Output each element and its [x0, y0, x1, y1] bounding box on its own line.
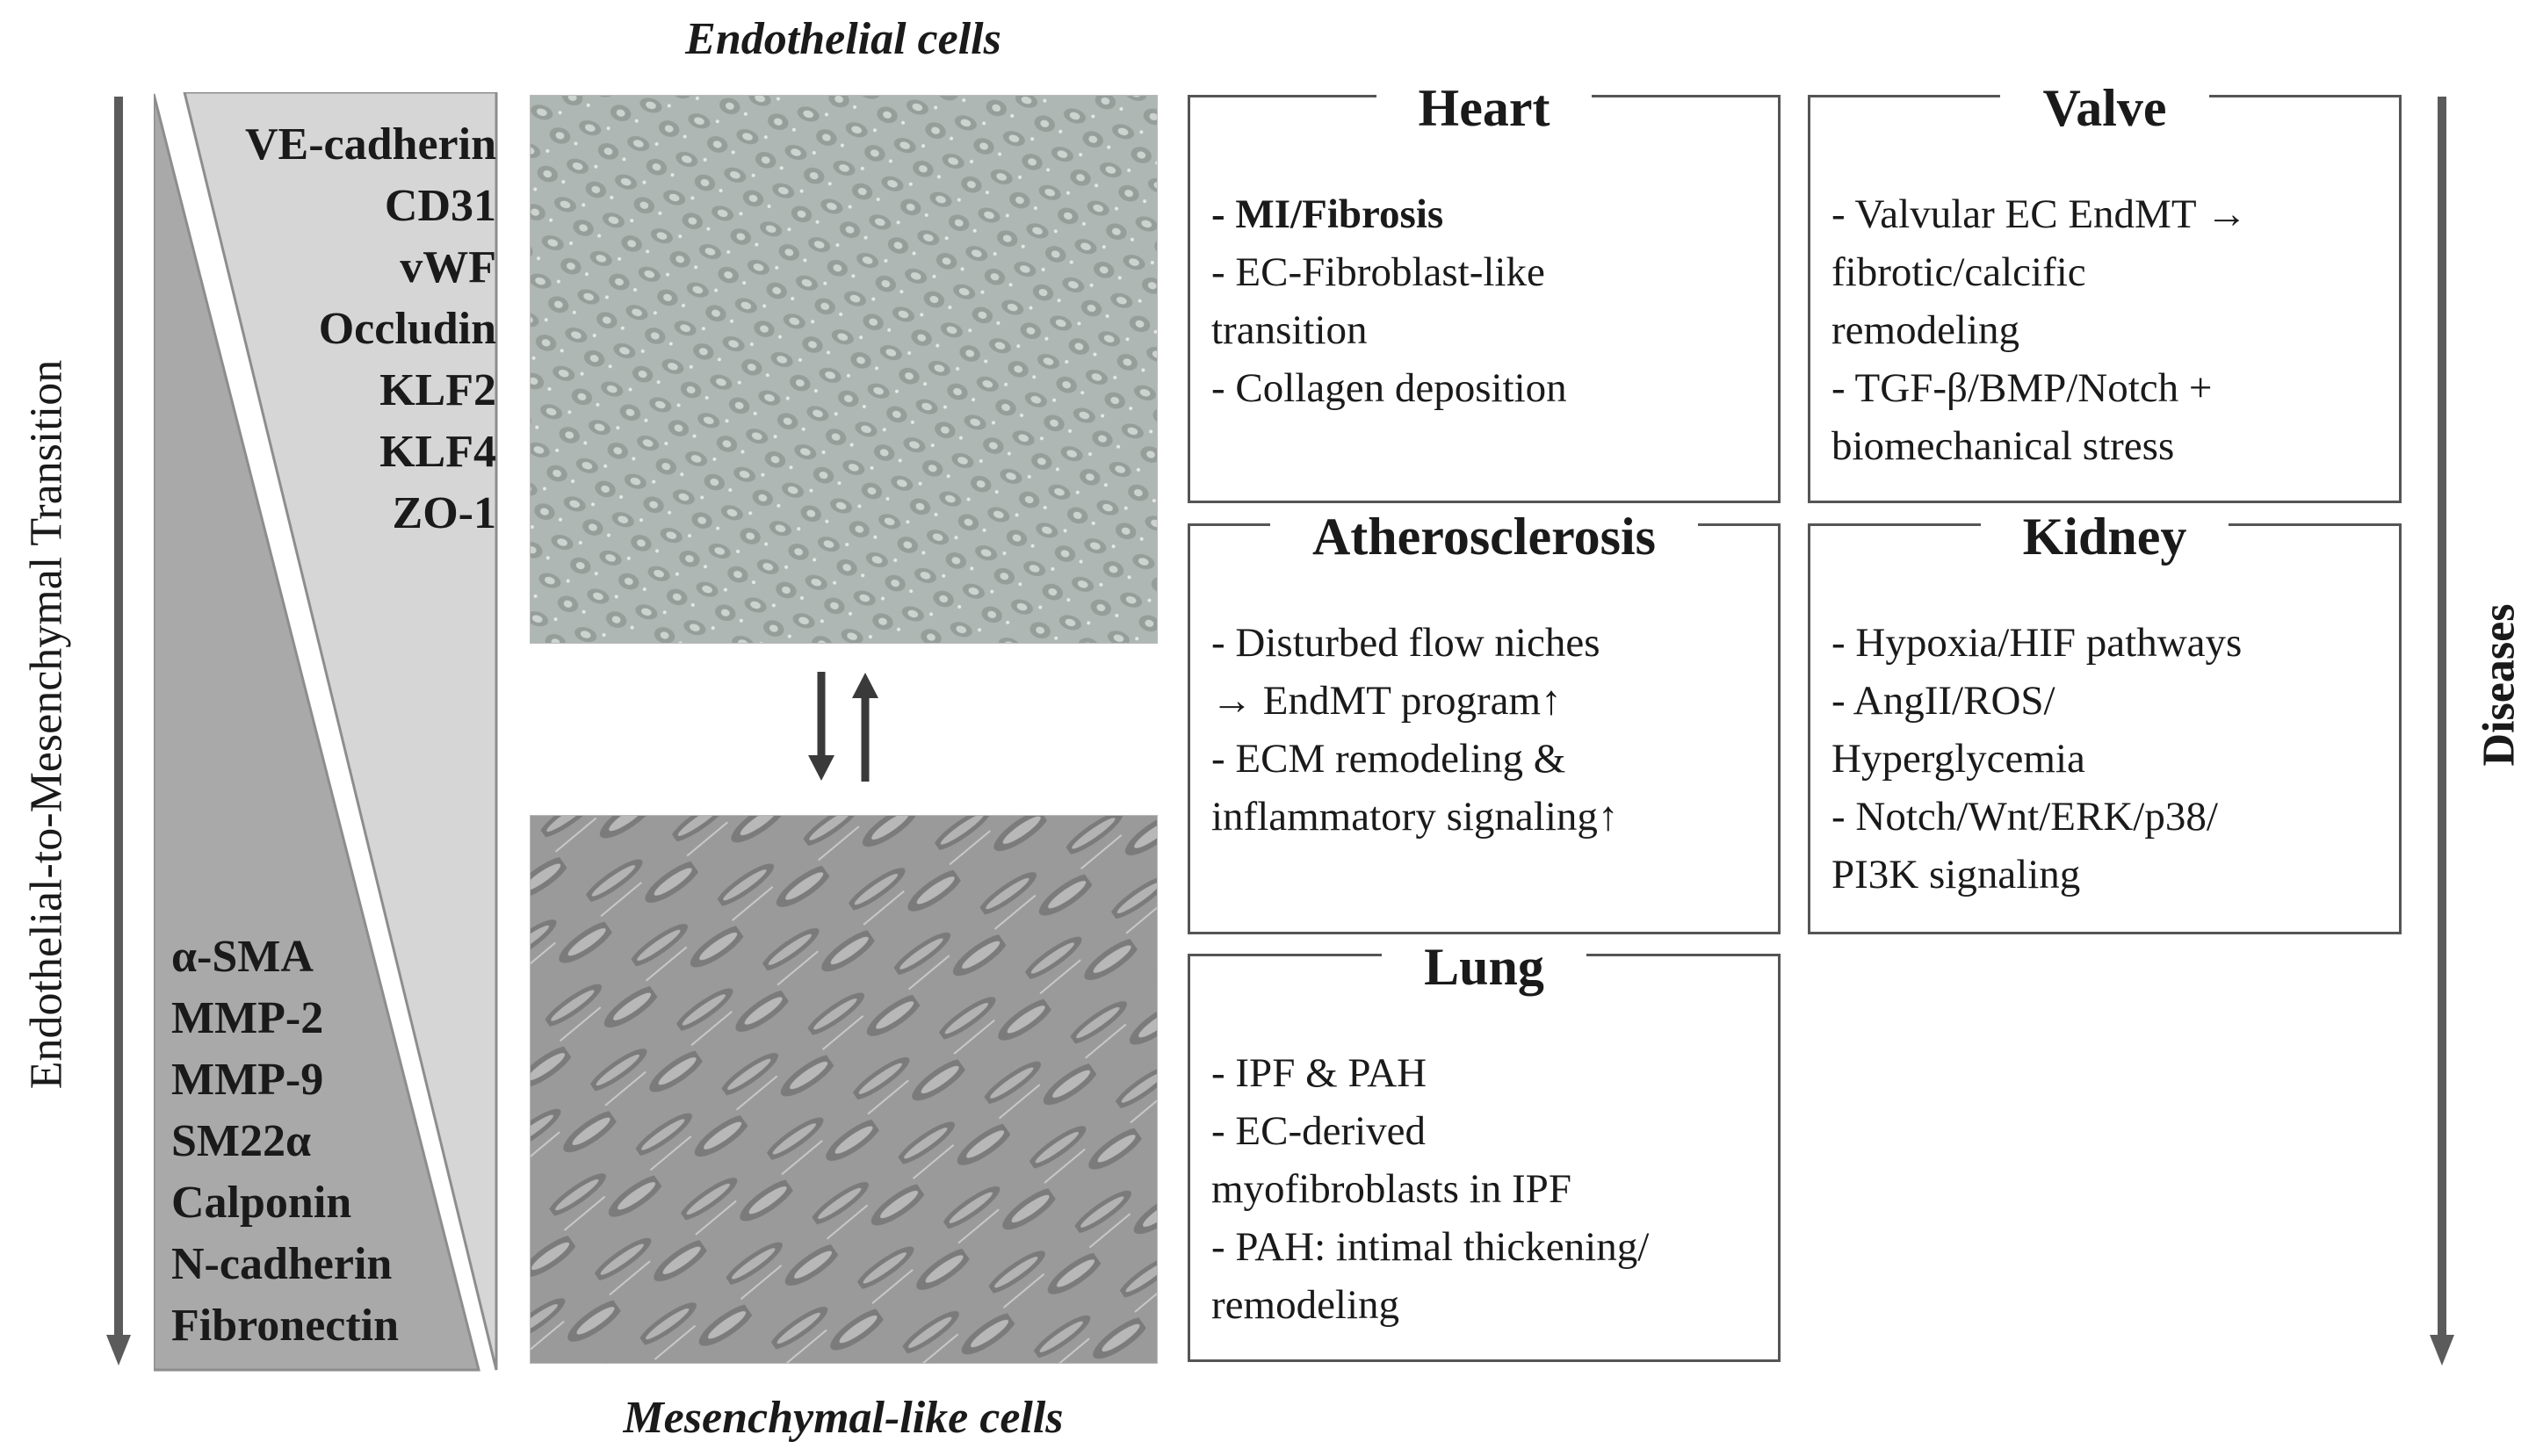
heart-line: - EC-Fibroblast-like	[1211, 249, 1545, 295]
marker-n-cadherin: N-cadherin	[171, 1239, 393, 1289]
disease-box-heart: Heart - MI/Fibrosis - EC-Fibroblast-like…	[1188, 79, 1781, 503]
kidney-line: - Hypoxia/HIF pathways	[1831, 620, 2243, 666]
marker-mmp2: MMP-2	[171, 993, 324, 1043]
disease-box-valve: Valve - Valvular EC EndMT → fibrotic/cal…	[1808, 79, 2402, 503]
atherosclerosis-line: - ECM remodeling &	[1211, 736, 1566, 782]
endothelial-cells-label: Endothelial cells	[685, 14, 1001, 64]
marker-mmp9: MMP-9	[171, 1055, 324, 1105]
atherosclerosis-line: inflammatory signaling↑	[1211, 794, 1619, 840]
diseases-down-arrow	[2430, 97, 2454, 1366]
lung-details: - IPF & PAH - EC-derived myofibroblasts …	[1211, 1044, 1769, 1334]
marker-occludin: Occludin	[318, 304, 496, 354]
atherosclerosis-line: - Disturbed flow niches	[1211, 620, 1600, 666]
disease-box-atherosclerosis: Atherosclerosis - Disturbed flow niches …	[1188, 508, 1781, 934]
kidney-line: PI3K signaling	[1831, 852, 2081, 897]
lung-line: - IPF & PAH	[1211, 1050, 1427, 1096]
heart-title: Heart	[1376, 79, 1593, 137]
marker-vwf: vWF	[400, 242, 496, 292]
heart-line: - MI/Fibrosis	[1211, 191, 1444, 237]
disease-box-lung: Lung - IPF & PAH - EC-derived myofibrobl…	[1188, 938, 1781, 1362]
valve-title: Valve	[2000, 79, 2209, 137]
diseases-axis-label: Diseases	[2474, 603, 2525, 767]
heart-line: transition	[1211, 307, 1368, 353]
lung-line: - PAH: intimal thickening/	[1211, 1224, 1650, 1270]
valve-details: - Valvular EC EndMT → fibrotic/calcific …	[1831, 185, 2390, 475]
reversible-transition-arrows	[808, 672, 878, 782]
lung-line: - EC-derived	[1211, 1108, 1427, 1154]
kidney-line: - AngII/ROS/	[1831, 678, 2055, 724]
marker-calponin: Calponin	[171, 1178, 352, 1228]
kidney-details: - Hypoxia/HIF pathways - AngII/ROS/ Hype…	[1831, 614, 2390, 904]
marker-klf2: KLF2	[379, 365, 496, 415]
heart-line: - Collagen deposition	[1211, 365, 1567, 411]
marker-zo1: ZO-1	[392, 488, 496, 538]
emt-axis-label-container: Endothelial-to-Mesenchymal Transition	[16, 241, 77, 1207]
lung-line: remodeling	[1211, 1282, 1400, 1328]
marker-alpha-sma: α-SMA	[171, 932, 314, 982]
valve-line: - TGF-β/BMP/Notch +	[1831, 365, 2213, 411]
atherosclerosis-details: - Disturbed flow niches → EndMT program↑…	[1211, 614, 1769, 846]
heart-details: - MI/Fibrosis - EC-Fibroblast-like trans…	[1211, 185, 1769, 417]
lung-line: myofibroblasts in IPF	[1211, 1166, 1571, 1212]
atherosclerosis-line: → EndMT program↑	[1211, 678, 1562, 724]
mesenchymal-cells-micrograph	[530, 815, 1158, 1364]
valve-line: - Valvular EC EndMT →	[1831, 191, 2248, 237]
disease-box-kidney: Kidney - Hypoxia/HIF pathways - AngII/RO…	[1808, 508, 2402, 934]
marker-sm22a: SM22α	[171, 1116, 312, 1166]
marker-cd31: CD31	[384, 181, 496, 231]
valve-line: fibrotic/calcific	[1831, 249, 2086, 295]
marker-klf4: KLF4	[379, 427, 496, 477]
kidney-line: Hyperglycemia	[1831, 736, 2085, 782]
kidney-line: - Notch/Wnt/ERK/p38/	[1831, 794, 2218, 840]
mesenchymal-cells-label: Mesenchymal-like cells	[623, 1393, 1064, 1443]
kidney-title: Kidney	[1980, 508, 2229, 566]
diseases-axis-label-container: Diseases	[2460, 509, 2539, 861]
emt-axis-label: Endothelial-to-Mesenchymal Transition	[21, 359, 72, 1090]
valve-line: biomechanical stress	[1831, 423, 2175, 469]
emt-down-arrow	[106, 97, 131, 1366]
marker-ve-cadherin: VE-cadherin	[245, 119, 496, 169]
lung-title: Lung	[1382, 938, 1586, 996]
endothelial-marker-list: VE-cadherin CD31 vWF Occludin KLF2 KLF4 …	[176, 114, 496, 544]
marker-fibronectin: Fibronectin	[171, 1301, 400, 1351]
atherosclerosis-title: Atherosclerosis	[1269, 508, 1699, 566]
mesenchymal-marker-list: α-SMA MMP-2 MMP-9 SM22α Calponin N-cadhe…	[171, 926, 461, 1357]
valve-line: remodeling	[1831, 307, 2020, 353]
marker-gradient-triangle	[154, 92, 498, 1372]
endothelial-cells-micrograph	[530, 95, 1158, 644]
